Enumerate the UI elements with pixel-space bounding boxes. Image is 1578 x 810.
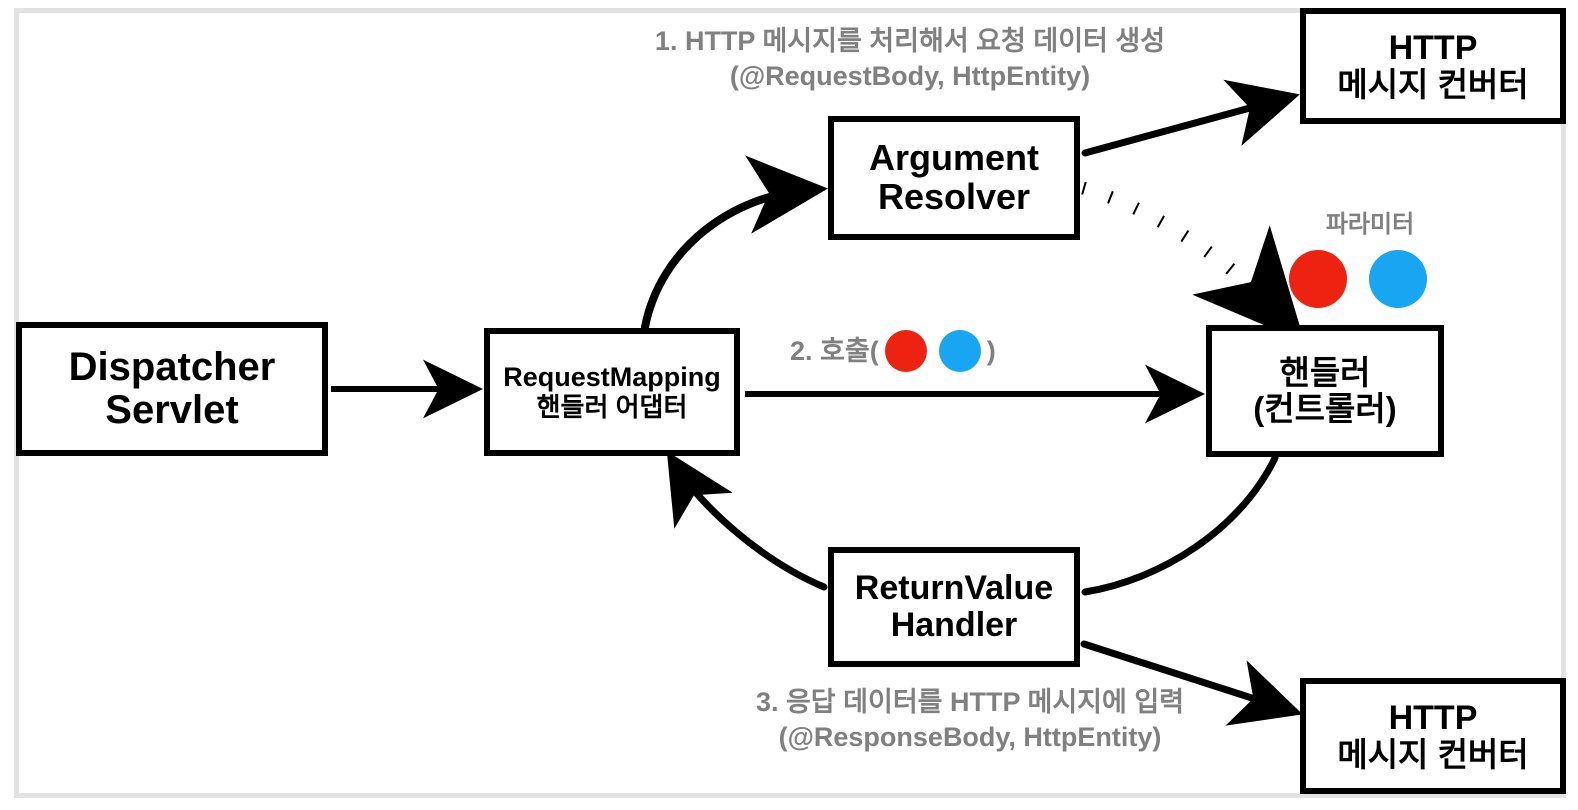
parameter-red-dot bbox=[1289, 250, 1347, 308]
node-http-message-converter-top-line1: HTTP bbox=[1388, 28, 1478, 67]
node-requestmapping-adapter-line1: RequestMapping bbox=[503, 362, 721, 393]
node-http-message-converter-bottom-line2: 메시지 컨버터 bbox=[1337, 735, 1529, 773]
parameter-dots-group bbox=[1289, 250, 1427, 308]
node-argument-resolver-line2: Resolver bbox=[877, 176, 1031, 217]
caption-step2-suffix: ) bbox=[986, 335, 996, 366]
node-requestmapping-adapter-line2: 핸들러 어댑터 bbox=[536, 391, 688, 422]
node-http-message-converter-bottom-line1: HTTP bbox=[1388, 698, 1478, 737]
node-http-message-converter-bottom[interactable]: HTTP 메시지 컨버터 bbox=[1300, 678, 1566, 794]
caption-step2-prefix: 2. 호출( bbox=[790, 335, 879, 366]
parameter-blue-dot-inline bbox=[938, 330, 981, 372]
node-handler-controller-line2: (컨트롤러) bbox=[1253, 390, 1397, 427]
node-returnvalue-handler[interactable]: ReturnValue Handler bbox=[828, 547, 1080, 667]
caption-step1-line1: 1. HTTP 메시지를 처리해서 요청 데이터 생성 bbox=[654, 26, 1166, 56]
node-handler-controller-line1: 핸들러 bbox=[1279, 354, 1371, 392]
caption-step3-line1: 3. 응답 데이터를 HTTP 메시지에 입력 bbox=[755, 687, 1185, 717]
parameter-red-dot-inline bbox=[884, 330, 927, 372]
node-argument-resolver-line1: Argument bbox=[869, 137, 1039, 179]
node-dispatcher-servlet-line2: Servlet bbox=[105, 388, 239, 432]
node-dispatcher-servlet-line1: Dispatcher bbox=[68, 344, 276, 389]
node-handler-controller[interactable]: 핸들러 (컨트롤러) bbox=[1206, 325, 1444, 457]
parameter-blue-dot bbox=[1369, 250, 1427, 308]
node-dispatcher-servlet[interactable]: Dispatcher Servlet bbox=[16, 322, 328, 456]
node-http-message-converter-top[interactable]: HTTP 메시지 컨버터 bbox=[1300, 8, 1566, 124]
caption-step1: 1. HTTP 메시지를 처리해서 요청 데이터 생성 (@RequestBod… bbox=[560, 24, 1260, 93]
caption-step3-line2: (@ResponseBody, HttpEntity) bbox=[778, 721, 1162, 752]
caption-step3: 3. 응답 데이터를 HTTP 메시지에 입력 (@ResponseBody, … bbox=[620, 685, 1320, 754]
node-requestmapping-adapter[interactable]: RequestMapping 핸들러 어댑터 bbox=[484, 328, 740, 456]
node-returnvalue-handler-line2: Handler bbox=[890, 606, 1018, 644]
caption-parameter: 파라미터 bbox=[1325, 211, 1415, 238]
node-returnvalue-handler-line1: ReturnValue bbox=[854, 569, 1054, 608]
caption-step1-line2: (@RequestBody, HttpEntity) bbox=[729, 60, 1091, 91]
node-http-message-converter-top-line2: 메시지 컨버터 bbox=[1337, 65, 1529, 103]
node-argument-resolver[interactable]: Argument Resolver bbox=[828, 116, 1080, 240]
caption-step2: 2. 호출( ) bbox=[790, 330, 996, 372]
